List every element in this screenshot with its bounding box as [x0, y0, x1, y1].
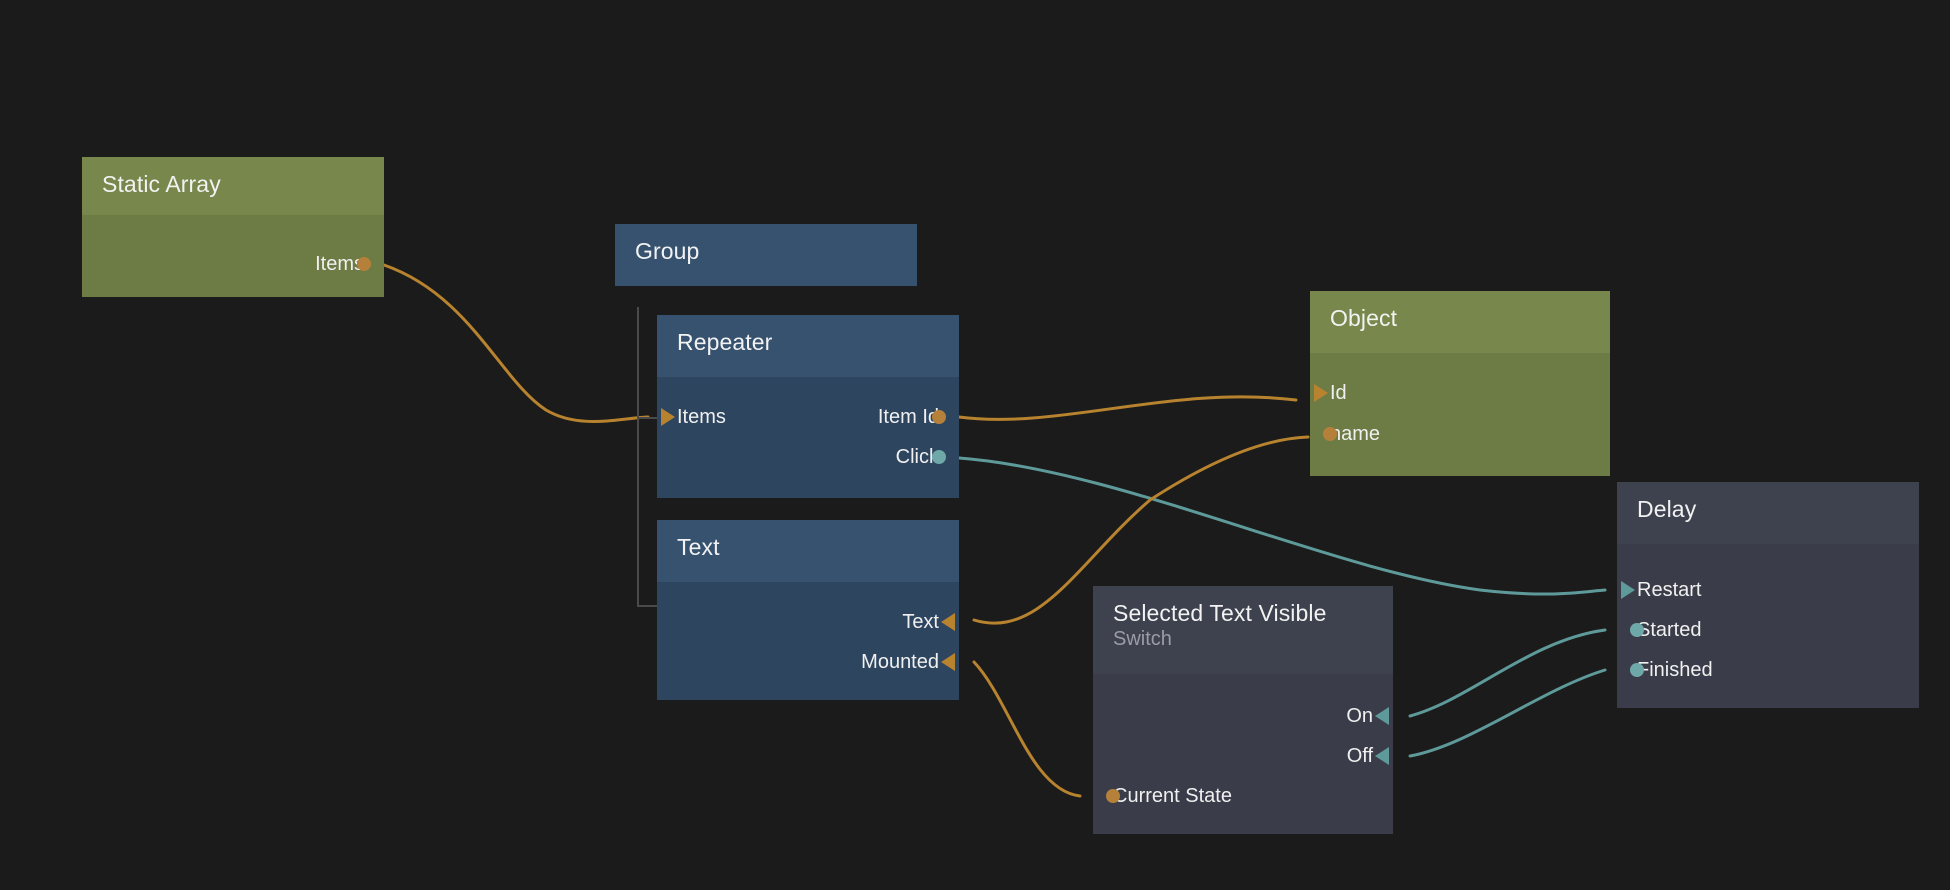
port-label: name [1330, 423, 1381, 445]
group-bracket-tick [637, 417, 657, 419]
port-dot-icon[interactable] [1106, 789, 1120, 803]
port-dot-icon[interactable] [932, 410, 946, 424]
port-label: Mounted [861, 651, 939, 673]
port-label: Items [315, 253, 364, 275]
port-label: Items [677, 406, 726, 428]
port-restart[interactable]: Restart [1621, 577, 1702, 603]
node-body-repeater: Items Item Id Click [657, 377, 959, 498]
port-items[interactable]: Items [661, 404, 726, 430]
port-arrow-left-icon[interactable] [1375, 707, 1389, 725]
port-click[interactable]: Click [895, 444, 946, 470]
edge-items-to-repeater-items[interactable] [382, 263, 650, 423]
node-title: Selected Text Visible [1113, 600, 1327, 626]
port-arrow-right-icon[interactable] [661, 408, 675, 426]
port-item-id[interactable]: Item Id [877, 404, 946, 430]
port-label: Id [1330, 382, 1347, 404]
port-label: Off [1346, 745, 1373, 767]
port-dot-icon[interactable] [932, 450, 946, 464]
port-label: On [1346, 705, 1373, 727]
port-on[interactable]: On [1346, 703, 1389, 729]
port-arrow-left-icon[interactable] [941, 613, 955, 631]
node-title: Group [635, 238, 700, 264]
edge-delay-started-to-on[interactable] [1408, 628, 1607, 718]
port-items[interactable]: Items [315, 251, 371, 277]
node-body-object: Id name [1310, 353, 1610, 476]
edge-currentstate-to-mounted[interactable] [972, 660, 1082, 798]
port-label: Click [895, 446, 939, 468]
node-group[interactable]: Group [615, 224, 917, 286]
port-name[interactable]: name [1323, 421, 1381, 447]
node-title: Text [677, 534, 720, 560]
port-label: Text [902, 611, 939, 633]
port-dot-icon[interactable] [1323, 427, 1337, 441]
port-label: Item Id [877, 406, 939, 428]
port-arrow-right-icon[interactable] [1621, 581, 1635, 599]
node-header-static-array[interactable]: Static Array [82, 157, 384, 215]
group-bracket-tick [637, 605, 657, 607]
node-body-static-array: Items [82, 215, 384, 297]
port-current-state[interactable]: Current State [1106, 783, 1232, 809]
node-title: Object [1330, 305, 1398, 331]
port-dot-icon[interactable] [1630, 663, 1644, 677]
node-header-delay[interactable]: Delay [1617, 482, 1919, 544]
port-label: Current State [1113, 785, 1232, 807]
group-bracket-line [637, 307, 639, 605]
edge-itemid-to-object-id[interactable] [957, 395, 1298, 421]
node-header-object[interactable]: Object [1310, 291, 1610, 353]
node-header-group[interactable]: Group [615, 224, 917, 286]
node-title: Repeater [677, 329, 773, 355]
node-header-repeater[interactable]: Repeater [657, 315, 959, 377]
port-text[interactable]: Text [902, 609, 955, 635]
edge-click-to-delay-restart[interactable] [957, 456, 1607, 596]
node-header-text[interactable]: Text [657, 520, 959, 582]
node-title: Static Array [102, 171, 221, 197]
port-id[interactable]: Id [1314, 380, 1347, 406]
port-arrow-left-icon[interactable] [941, 653, 955, 671]
port-dot-icon[interactable] [357, 257, 371, 271]
port-finished[interactable]: Finished [1630, 657, 1713, 683]
node-title: Delay [1637, 496, 1697, 522]
port-off[interactable]: Off [1346, 743, 1389, 769]
port-label: Finished [1637, 659, 1713, 681]
port-label: Restart [1637, 579, 1702, 601]
port-arrow-left-icon[interactable] [1375, 747, 1389, 765]
port-started[interactable]: Started [1630, 617, 1702, 643]
port-mounted[interactable]: Mounted [861, 649, 955, 675]
port-dot-icon[interactable] [1630, 623, 1644, 637]
edge-delay-finished-to-off[interactable] [1408, 668, 1607, 758]
node-subtitle: Switch [1113, 628, 1172, 650]
port-label: Started [1637, 619, 1702, 641]
port-arrow-right-icon[interactable] [1314, 384, 1328, 402]
